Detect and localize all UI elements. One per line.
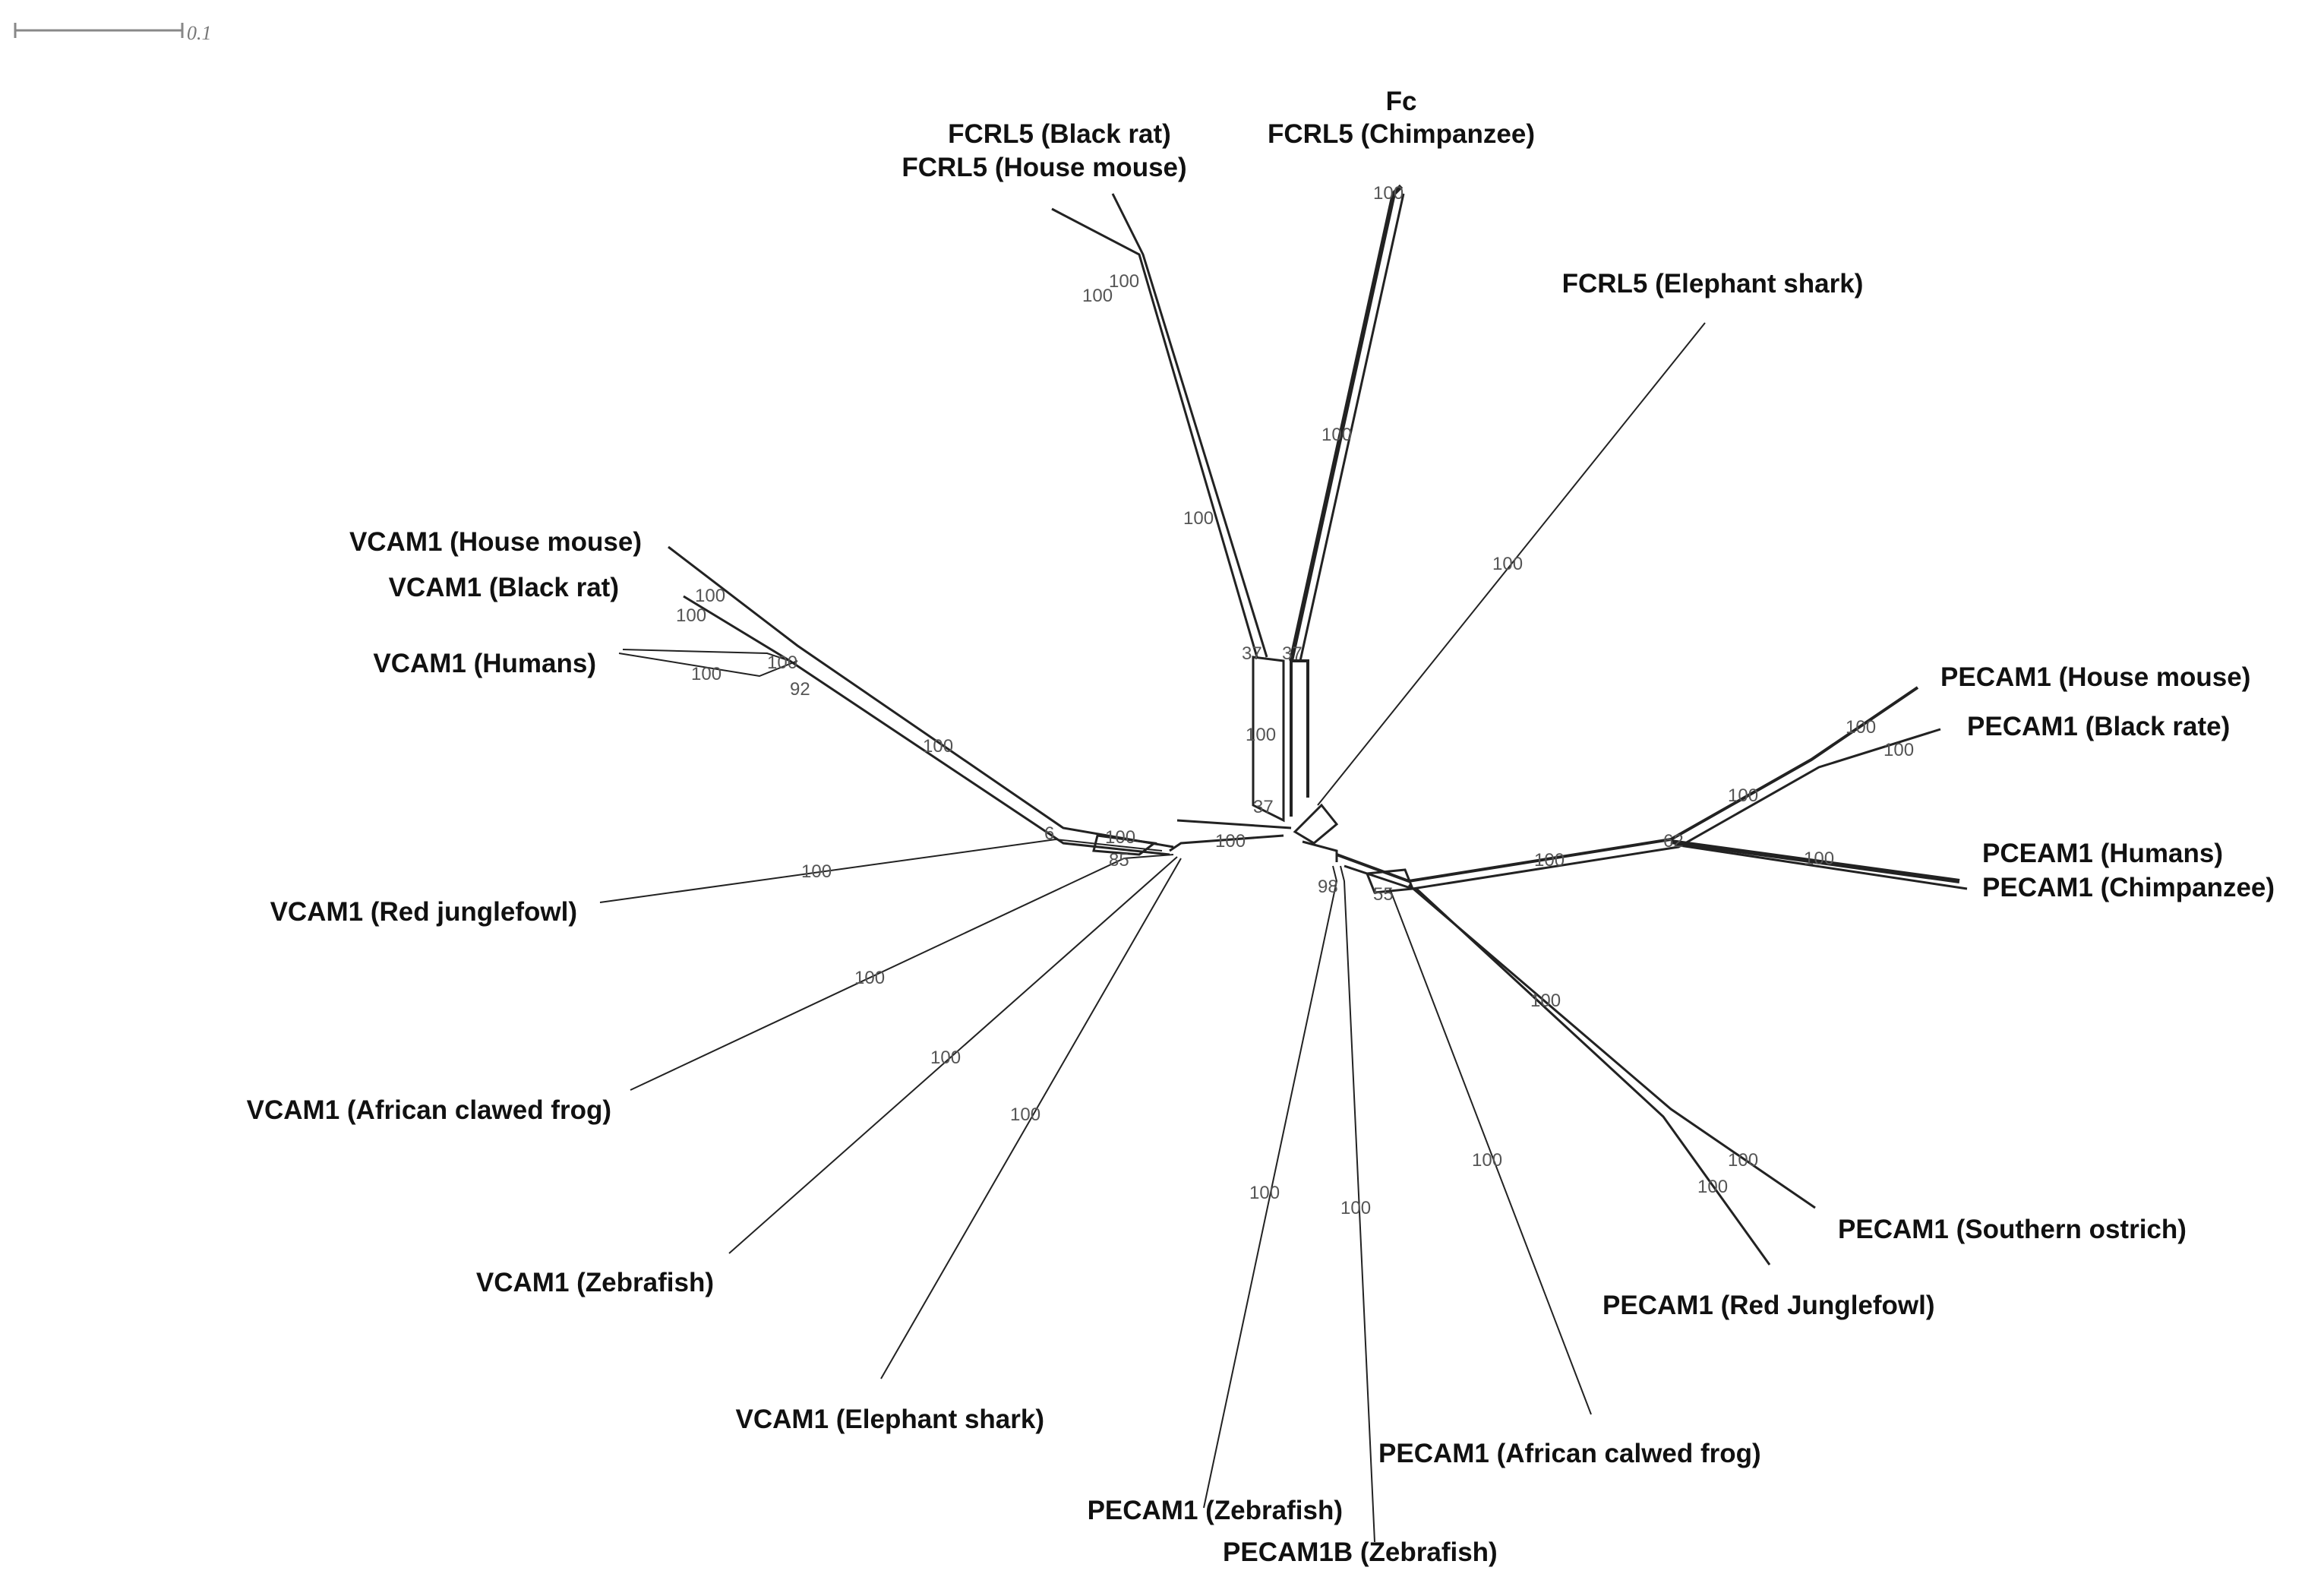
pecam1-clade [1203,686,1968,1543]
support-label: 62 [1663,831,1684,852]
taxon-label-vcam1-african-clawed-frog: VCAM1 (African clawed frog) [247,1095,611,1125]
taxon-label-vcam1-elephant-shark: VCAM1 (Elephant shark) [736,1405,1044,1434]
taxon-labels: Fc FCRL5 (Black rat) FCRL5 (Chimpanzee) … [247,87,2275,1567]
support-label: 100 [1728,785,1758,806]
support-label: 100 [930,1048,961,1068]
support-label: 100 [1321,425,1352,445]
taxon-label-fcrl5-house-mouse: FCRL5 (House mouse) [901,153,1186,182]
support-label: 100 [1492,554,1523,574]
support-label: 100 [1472,1150,1502,1171]
support-label: 100 [1183,508,1214,529]
support-label: 100 [767,653,797,673]
taxon-label-vcam1-humans: VCAM1 (Humans) [373,649,596,678]
support-label: 37 [1242,643,1262,664]
taxon-label-pecam1-house-mouse: PECAM1 (House mouse) [1940,662,2250,692]
support-label: 98 [1318,877,1338,897]
support-label: 100 [923,736,953,757]
vcam1-clade [599,545,1182,1379]
support-label: 100 [1846,717,1876,738]
scale-bar: 0.1 [14,22,212,44]
support-label: 100 [1249,1183,1280,1203]
taxon-label-pecam1-zebrafish: PECAM1 (Zebrafish) [1088,1496,1343,1525]
taxon-label-vcam1-red-junglefowl: VCAM1 (Red junglefowl) [270,897,577,927]
support-label: 37 [1253,797,1274,817]
taxon-label-fcrl5-black-rat: FCRL5 (Black rat) [948,119,1171,149]
support-label: 55 [1373,884,1394,905]
taxon-label-vcam1-black-rat: VCAM1 (Black rat) [389,573,619,602]
fcrl5-clade [1051,184,1706,823]
support-label: 100 [1804,848,1834,869]
support-label: 100 [1010,1104,1040,1125]
support-label: 37 [1282,643,1303,664]
taxon-label-pceam1-humans: PCEAM1 (Humans) [1982,839,2223,868]
taxon-label-pecam1-african-calwed-frog: PECAM1 (African calwed frog) [1378,1439,1761,1468]
support-label: 100 [1373,183,1404,204]
branches [599,184,1968,1543]
taxon-label-pecam1-red-junglefowl: PECAM1 (Red Junglefowl) [1602,1291,1935,1320]
taxon-label-pecam1b-zebrafish: PECAM1B (Zebrafish) [1223,1537,1498,1567]
support-label: 100 [1246,725,1276,745]
support-label: 92 [790,679,810,700]
support-label: 100 [1109,271,1139,292]
support-label: 100 [1728,1150,1758,1171]
taxon-label-fc: Fc [1386,87,1417,116]
support-label: 85 [1109,850,1129,871]
taxon-label-pecam1-chimpanzee: PECAM1 (Chimpanzee) [1982,873,2275,902]
taxon-label-pecam1-black-rate: PECAM1 (Black rate) [1967,712,2230,741]
support-label: 100 [854,968,885,988]
support-label: 100 [801,861,832,882]
support-label: 100 [695,586,725,606]
support-label: 100 [1697,1177,1728,1197]
support-label: 6 [1044,823,1054,844]
support-label: 100 [1215,831,1246,852]
taxon-label-fcrl5-elephant-shark: FCRL5 (Elephant shark) [1562,269,1864,299]
support-label: 100 [1105,827,1135,848]
support-label: 100 [1082,286,1113,306]
support-label: 100 [1340,1198,1371,1218]
support-label: 100 [676,605,706,626]
scale-bar-label: 0.1 [187,22,212,44]
support-label: 100 [1534,850,1565,871]
support-label: 100 [1530,991,1561,1011]
taxon-label-vcam1-house-mouse: VCAM1 (House mouse) [349,527,642,557]
taxon-label-fcrl5-chimpanzee: FCRL5 (Chimpanzee) [1268,119,1535,149]
taxon-label-vcam1-zebrafish: VCAM1 (Zebrafish) [476,1268,714,1297]
central-core [1169,803,1339,862]
support-label: 100 [1884,740,1914,760]
support-values: 100 100 100 100 100 100 37 37 100 37 100… [676,183,1914,1218]
support-label: 100 [691,664,722,684]
taxon-label-pecam1-southern-ostrich: PECAM1 (Southern ostrich) [1838,1215,2187,1244]
